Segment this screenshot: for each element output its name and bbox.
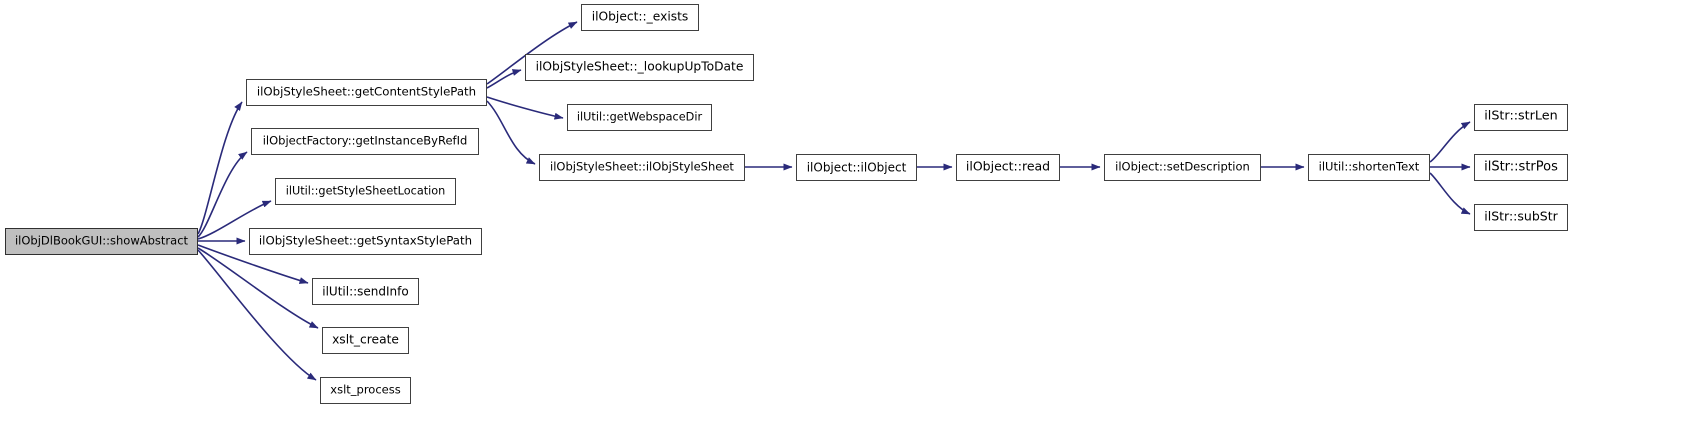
edge-getContentStylePath-to-_lookupUpToDate	[486, 69, 522, 89]
graph-node-label: ilUtil::sendInfo	[322, 284, 409, 298]
edge-getContentStylePath-to-getWebspaceDir	[486, 96, 564, 120]
graph-node-strLen[interactable]: ilStr::strLen	[1474, 104, 1568, 131]
graph-node-subStr[interactable]: ilStr::subStr	[1474, 204, 1568, 231]
graph-node-label: ilObject::setDescription	[1115, 159, 1250, 174]
graph-node-label: xslt_create	[332, 332, 399, 347]
graph-node-read[interactable]: ilObject::read	[956, 154, 1060, 181]
graph-node-label: ilObject::_exists	[591, 9, 689, 24]
graph-node-label: ilStr::strPos	[1484, 159, 1558, 175]
graph-node-label: ilUtil::getStyleSheetLocation	[285, 184, 446, 198]
edge-showAbstract-to-xslt_process	[197, 249, 317, 381]
graph-node-xslt_process[interactable]: xslt_process	[320, 377, 411, 404]
graph-node-ilObject[interactable]: ilObject::ilObject	[796, 154, 917, 181]
graph-node-label: ilStr::subStr	[1484, 208, 1558, 224]
graph-node-_exists[interactable]: ilObject::_exists	[581, 4, 699, 31]
graph-node-strPos[interactable]: ilStr::strPos	[1474, 154, 1568, 181]
graph-node-label: ilObjStyleSheet::getContentStylePath	[256, 84, 477, 99]
graph-node-xslt_create[interactable]: xslt_create	[322, 327, 409, 354]
edge-showAbstract-to-getContentStylePath	[197, 101, 243, 235]
edge-showAbstract-to-getInstanceByRefId	[197, 151, 248, 238]
graph-node-shortenText[interactable]: ilUtil::shortenText	[1308, 154, 1430, 181]
graph-node-_lookupUpToDate[interactable]: ilObjStyleSheet::_lookupUpToDate	[525, 54, 754, 81]
graph-node-label: ilObject::ilObject	[806, 160, 907, 174]
graph-node-label: ilObjStyleSheet::_lookupUpToDate	[535, 59, 744, 74]
graph-node-label: ilUtil::shortenText	[1318, 159, 1420, 174]
graph-node-setDescription[interactable]: ilObject::setDescription	[1104, 154, 1261, 181]
graph-node-showAbstract[interactable]: ilObjDlBookGUI::showAbstract	[5, 228, 198, 255]
graph-node-getStyleSheetLocation[interactable]: ilUtil::getStyleSheetLocation	[275, 178, 456, 205]
graph-node-label: ilUtil::getWebspaceDir	[576, 110, 703, 124]
graph-node-label: ilObjectFactory::getInstanceByRefId	[262, 133, 468, 148]
graph-node-getContentStylePath[interactable]: ilObjStyleSheet::getContentStylePath	[246, 79, 487, 106]
edge-getContentStylePath-to-ilObjStyleSheet	[486, 100, 536, 165]
edge-showAbstract-to-xslt_create	[197, 247, 319, 329]
graph-node-label: xslt_process	[330, 382, 401, 397]
graph-node-getSyntaxStylePath[interactable]: ilObjStyleSheet::getSyntaxStylePath	[249, 228, 482, 255]
graph-node-label: ilStr::strLen	[1484, 108, 1558, 124]
edge-shortenText-to-subStr	[1429, 172, 1471, 215]
graph-node-ilObjStyleSheet[interactable]: ilObjStyleSheet::ilObjStyleSheet	[539, 154, 745, 181]
graph-node-getInstanceByRefId[interactable]: ilObjectFactory::getInstanceByRefId	[251, 128, 479, 155]
graph-node-label: ilObject::read	[965, 158, 1051, 174]
edge-shortenText-to-strLen	[1429, 121, 1471, 163]
graph-node-label: ilObjStyleSheet::ilObjStyleSheet	[550, 159, 734, 174]
graph-node-label: ilObjStyleSheet::getSyntaxStylePath	[258, 233, 473, 248]
graph-node-sendInfo[interactable]: ilUtil::sendInfo	[312, 278, 419, 305]
graph-node-getWebspaceDir[interactable]: ilUtil::getWebspaceDir	[567, 104, 712, 131]
graph-node-label: ilObjDlBookGUI::showAbstract	[14, 233, 189, 248]
